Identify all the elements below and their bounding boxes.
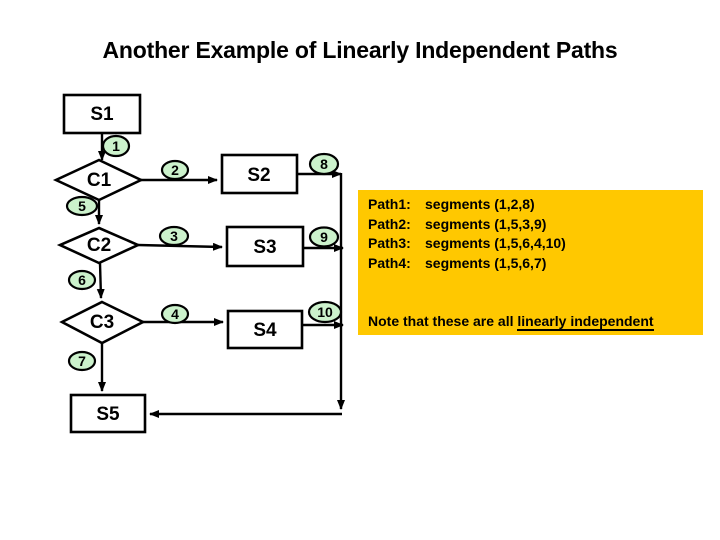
path-row-2: Path2: segments (1,5,3,9) [368, 215, 699, 235]
segment-marker-2-label: 2 [171, 162, 179, 178]
paths-panel: Path1: segments (1,2,8) Path2: segments (1… [358, 190, 703, 335]
process-box-s4-label: S4 [253, 320, 277, 341]
path-2-segments: segments (1,5,3,9) [425, 215, 547, 232]
path-1-label: Path1: [368, 196, 411, 212]
process-box-s2-label: S2 [247, 165, 270, 186]
process-box-s3-label: S3 [253, 237, 276, 258]
process-box-s5 [69, 393, 147, 434]
segment-marker-5 [65, 195, 99, 217]
segment-marker-4 [160, 303, 190, 325]
slide-title: Another Example of Linearly Independent … [102, 37, 618, 63]
segment-marker-4-label: 4 [171, 306, 179, 322]
segment-marker-6-label: 6 [78, 272, 86, 288]
path-1-segments: segments (1,2,8) [425, 196, 535, 212]
path-row-4: Path4: segments (1,5,6,7) [368, 254, 699, 274]
path-4-segments: segments (1,5,6,7) [425, 254, 547, 271]
path-row-1: Path1: segments (1,2,8) [368, 195, 699, 215]
process-box-s3 [225, 225, 305, 268]
segment-marker-8-label: 8 [320, 156, 328, 172]
segment-marker-6 [67, 269, 97, 291]
path-row-3: Path3: segments (1,5,6,4,10) [368, 234, 699, 254]
segment-marker-7 [67, 350, 97, 372]
segment-marker-3-label: 3 [170, 228, 178, 244]
segment-marker-9-label: 9 [320, 229, 328, 245]
note-underlined-phrase: linearly independent [517, 312, 654, 331]
segment-marker-1-label: 1 [112, 138, 120, 154]
decision-diamond-c3 [59, 300, 146, 345]
segment-marker-7-label: 7 [78, 353, 86, 369]
decision-diamond-c1 [52, 158, 145, 202]
path-4-label: Path4: [368, 254, 411, 271]
segment-marker-10-label: 10 [317, 304, 333, 320]
process-box-s4 [226, 309, 304, 350]
connector-c2-c3 [96, 262, 105, 299]
segment-marker-9 [308, 226, 340, 248]
path-2-label: Path2: [368, 215, 411, 232]
connector-c2-s3 [137, 242, 223, 251]
segment-marker-8 [308, 152, 340, 176]
decision-diamond-c1-label: C1 [87, 170, 112, 191]
process-box-s5-label: S5 [96, 404, 120, 425]
path-list: Path1: segments (1,2,8) Path2: segments (1… [368, 195, 699, 273]
process-box-s2 [220, 153, 299, 195]
segment-marker-2 [160, 159, 190, 181]
segment-marker-5-label: 5 [78, 198, 86, 214]
segment-marker-1 [101, 134, 131, 158]
process-box-s1-label: S1 [90, 104, 114, 125]
path-3-segments: segments (1,5,6,4,10) [425, 235, 566, 251]
segment-marker-3 [158, 225, 190, 247]
decision-diamond-c2 [56, 226, 142, 265]
path-3-label: Path3: [368, 235, 411, 251]
segment-marker-10 [307, 300, 343, 324]
process-box-s1 [62, 93, 142, 135]
decision-diamond-c3-label: C3 [90, 312, 114, 333]
note-prefix: Note that these are all [368, 312, 514, 329]
decision-diamond-c2-label: C2 [87, 235, 111, 256]
